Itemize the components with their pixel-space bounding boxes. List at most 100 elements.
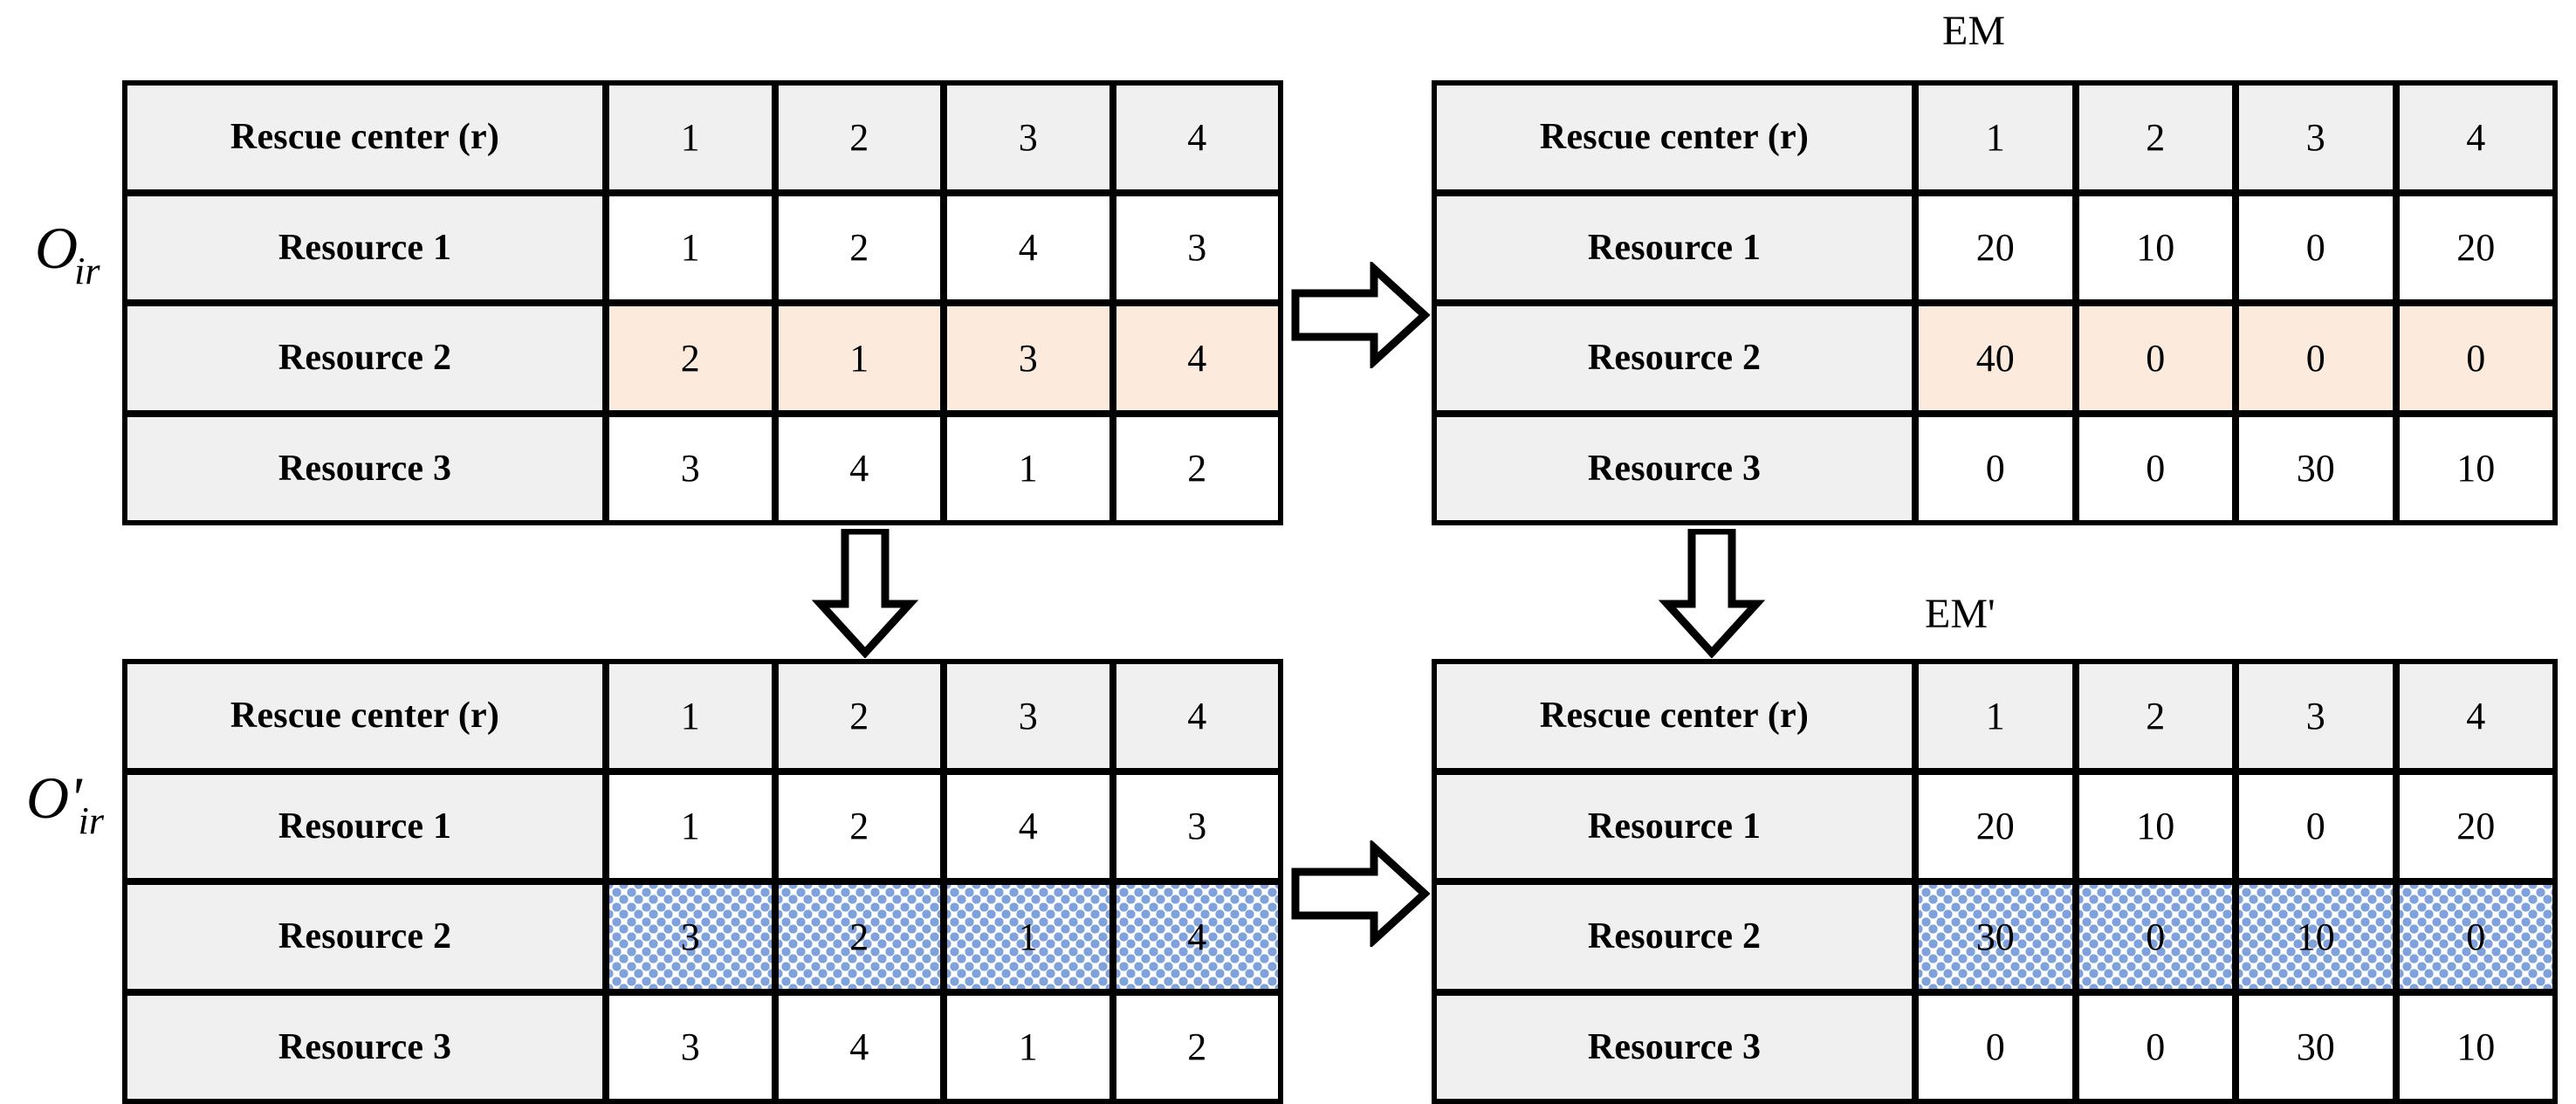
data-cell-text: 20: [1975, 226, 2015, 270]
data-cell-text: 1: [849, 336, 869, 380]
data-cell-text: 0: [2146, 447, 2166, 490]
header-col-1: 1: [609, 86, 779, 189]
data-cell: 4: [778, 995, 947, 1099]
data-cell-text: 2: [849, 226, 869, 270]
data-cell-text: 1: [1018, 1025, 1038, 1069]
row-label-text: Resource 3: [1587, 1026, 1762, 1067]
table-row-highlighted: Resource 2 2 1 3 4: [127, 306, 1278, 417]
row-label-text: Resource 1: [278, 806, 452, 847]
header-col-3: 3: [2239, 86, 2400, 189]
data-cell-text: 1: [680, 226, 700, 270]
data-cell-text: 20: [1975, 805, 2015, 848]
data-cell-text: 2: [680, 336, 700, 380]
data-cell-text: 0: [2146, 1025, 2166, 1069]
header-col-3-text: 3: [2305, 115, 2325, 159]
data-cell-text: 30: [2296, 1025, 2335, 1069]
data-cell-text: 0: [2305, 226, 2325, 270]
data-cell: 2: [1116, 995, 1278, 1099]
header-col-1: 1: [609, 664, 779, 768]
header-col-3-text: 3: [2305, 694, 2325, 737]
data-cell-text: 3: [680, 447, 700, 490]
data-cell-text: 10: [2136, 805, 2175, 848]
header-col-1-text: 1: [680, 115, 700, 159]
data-cell-highlight: 1: [947, 885, 1116, 989]
data-cell: 20: [2399, 774, 2552, 878]
table-row-highlighted: Resource 2 30 0 10 0: [1437, 885, 2552, 996]
data-cell-text: 4: [1187, 336, 1207, 380]
data-cell: 4: [947, 774, 1116, 878]
header-label-cell: Rescue center (r): [127, 86, 609, 189]
data-cell: 1: [947, 416, 1116, 520]
data-cell-text: 0: [2466, 336, 2486, 380]
header-col-1-text: 1: [680, 694, 700, 737]
data-cell-text: 3: [1187, 805, 1207, 848]
header-col-4: 4: [1116, 664, 1278, 768]
table-em-prime: Rescue center (r) 1 2 3 4 Resource 1 20 …: [1432, 659, 2558, 1104]
header-label-text: Rescue center (r): [230, 117, 500, 158]
data-cell: 0: [2078, 416, 2239, 520]
header-col-4-text: 4: [1187, 115, 1207, 159]
header-col-4: 4: [2399, 664, 2552, 768]
data-cell: 1: [609, 195, 779, 299]
data-cell-text: 0: [1985, 447, 2005, 490]
data-cell-highlight: 0: [2239, 306, 2400, 410]
row-label-cell: Resource 3: [1437, 995, 1919, 1099]
row-label-text: Resource 1: [278, 227, 452, 268]
data-cell-text: 0: [2146, 915, 2166, 958]
row-label-cell: Resource 1: [127, 195, 609, 299]
header-col-3: 3: [947, 86, 1116, 189]
header-label-text: Rescue center (r): [1539, 696, 1810, 737]
data-cell-highlight: 4: [1116, 306, 1278, 410]
data-cell-highlight: 0: [2399, 306, 2552, 410]
table-row: Resource 3 0 0 30 10: [1437, 416, 2552, 520]
data-cell-highlight: 2: [609, 306, 779, 410]
row-label-cell: Resource 3: [127, 416, 609, 520]
arrow-down-icon-left: [812, 529, 918, 658]
data-cell: 0: [2239, 774, 2400, 878]
data-cell-text: 4: [849, 1025, 869, 1069]
data-cell-text: 0: [2146, 336, 2166, 380]
header-col-2: 2: [778, 86, 947, 189]
data-cell-text: 10: [2296, 915, 2335, 958]
row-label-cell: Resource 2: [1437, 885, 1919, 989]
table-em: Rescue center (r) 1 2 3 4 Resource 1 20 …: [1432, 80, 2558, 525]
header-col-3-text: 3: [1018, 115, 1038, 159]
table-header-row: Rescue center (r) 1 2 3 4: [1437, 86, 2552, 196]
data-cell: 1: [609, 774, 779, 878]
data-cell: 4: [947, 195, 1116, 299]
header-col-1-text: 1: [1985, 694, 2005, 737]
data-cell-text: 20: [2456, 805, 2496, 848]
data-cell-text: 30: [2296, 447, 2335, 490]
arrow-down-icon-right: [1659, 529, 1765, 658]
row-label-cell: Resource 1: [127, 774, 609, 878]
data-cell: 2: [778, 195, 947, 299]
data-cell-highlight: 3: [947, 306, 1116, 410]
data-cell-text: 10: [2136, 226, 2175, 270]
data-cell-text: 0: [2305, 805, 2325, 848]
data-cell: 30: [2239, 416, 2400, 520]
header-col-2: 2: [778, 664, 947, 768]
data-cell-text: 3: [1187, 226, 1207, 270]
data-cell-text: 0: [1985, 1025, 2005, 1069]
header-col-4-text: 4: [2466, 115, 2486, 159]
header-col-2-text: 2: [849, 115, 869, 159]
header-col-4-text: 4: [1187, 694, 1207, 737]
table-header-row: Rescue center (r) 1 2 3 4: [127, 664, 1278, 775]
table-row-highlighted: Resource 2 40 0 0 0: [1437, 306, 2552, 417]
row-label-text: Resource 3: [278, 448, 452, 489]
data-cell-highlight: 3: [609, 885, 779, 989]
data-cell: 30: [2239, 995, 2400, 1099]
table-row: Resource 1 1 2 4 3: [127, 195, 1278, 306]
table-row: Resource 3 3 4 1 2: [127, 995, 1278, 1099]
table-o-prime-ir: Rescue center (r) 1 2 3 4 Resource 1 1 2…: [122, 659, 1283, 1104]
data-cell: 20: [2399, 195, 2552, 299]
data-cell-text: 30: [1975, 915, 2015, 958]
data-cell-highlight: 30: [1919, 885, 2079, 989]
header-label-cell: Rescue center (r): [1437, 664, 1919, 768]
label-o-prime-base: O: [26, 765, 70, 831]
data-cell-text: 1: [680, 805, 700, 848]
row-label-cell: Resource 3: [1437, 416, 1919, 520]
data-cell-highlight: 0: [2399, 885, 2552, 989]
data-cell-text: 40: [1975, 336, 2015, 380]
data-cell: 3: [609, 416, 779, 520]
